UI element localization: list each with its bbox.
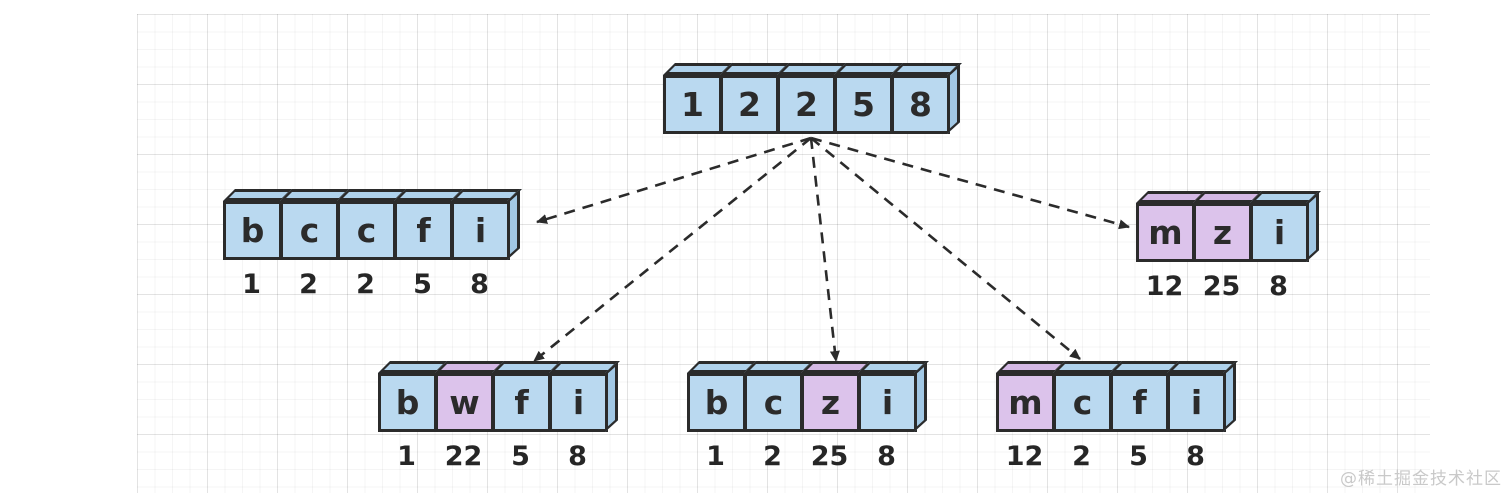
array-cell: i [858, 373, 917, 432]
index-label: 1 [706, 441, 725, 472]
array-cell: b [687, 373, 746, 432]
cell-value: z [820, 383, 841, 422]
array-cell: f [492, 373, 551, 432]
cell-value: m [1148, 213, 1183, 252]
array-cell: f [394, 201, 453, 260]
array-cell: m [1136, 203, 1195, 262]
array-bottom-right: m c f i 12 2 5 8 [996, 373, 1226, 472]
arrow-to-bottom-left-array [533, 136, 812, 363]
array-cell: m [996, 373, 1055, 432]
cell-value: i [474, 211, 487, 250]
array-bottom-middle: b c z i 1 2 25 8 [687, 373, 917, 472]
array-right: m z i 12 25 8 [1136, 203, 1309, 302]
cell-value: i [1190, 383, 1203, 422]
array-cell: z [801, 373, 860, 432]
array-bottom-left: b w f i 1 22 5 8 [378, 373, 608, 472]
array-cell: c [280, 201, 339, 260]
cell-value: f [1132, 383, 1147, 422]
array-cell: b [223, 201, 282, 260]
array-cell: b [378, 373, 437, 432]
array-cell: w [435, 373, 494, 432]
array-cell: i [1250, 203, 1309, 262]
cell-value: 2 [738, 85, 761, 124]
cell-value: 1 [681, 85, 704, 124]
index-labels: 1 2 2 5 8 [223, 269, 510, 300]
index-label: 25 [810, 441, 849, 472]
array-cell: i [451, 201, 510, 260]
index-label: 5 [1129, 441, 1148, 472]
cell-value: c [1072, 383, 1093, 422]
cell-value: c [356, 211, 377, 250]
array-cell: c [744, 373, 803, 432]
cell-value: b [240, 211, 265, 250]
index-label: 5 [413, 269, 432, 300]
array-cell: 8 [891, 75, 950, 134]
array-cell: i [1167, 373, 1226, 432]
index-label: 12 [1145, 271, 1184, 302]
index-label: 8 [568, 441, 587, 472]
array-cells: 1 2 2 5 8 [663, 75, 950, 134]
cell-value: i [881, 383, 894, 422]
index-label: 1 [242, 269, 261, 300]
cell-value: i [1273, 213, 1286, 252]
cell-value: z [1212, 213, 1233, 252]
index-labels: 12 2 5 8 [996, 441, 1226, 472]
index-label: 2 [763, 441, 782, 472]
index-label: 12 [1005, 441, 1044, 472]
array-cell: f [1110, 373, 1169, 432]
index-label: 8 [470, 269, 489, 300]
arrow-to-bottom-middle-array [809, 137, 840, 362]
cell-value: f [416, 211, 431, 250]
array-cell: 1 [663, 75, 722, 134]
index-label: 25 [1202, 271, 1241, 302]
array-cell: c [337, 201, 396, 260]
index-label: 22 [444, 441, 483, 472]
arrow-to-left-array [536, 136, 812, 224]
index-labels: 1 22 5 8 [378, 441, 608, 472]
array-top: 1 2 2 5 8 [663, 75, 950, 134]
array-cells: m z i [1136, 203, 1309, 262]
array-cell: z [1193, 203, 1252, 262]
index-label: 2 [1072, 441, 1091, 472]
arrow-to-right-array [810, 136, 1130, 230]
cell-value: i [572, 383, 585, 422]
watermark: @稀土掘金技术社区 [1340, 469, 1502, 489]
index-label: 2 [299, 269, 318, 300]
index-labels: 1 2 25 8 [687, 441, 917, 472]
cell-value: w [449, 383, 480, 422]
cell-value: 2 [795, 85, 818, 124]
cell-value: 8 [909, 85, 932, 124]
array-cells: b c z i [687, 373, 917, 432]
index-labels: 12 25 8 [1136, 271, 1309, 302]
cell-value: b [395, 383, 420, 422]
array-cell: i [549, 373, 608, 432]
array-cells: b c c f i [223, 201, 510, 260]
cell-value: b [704, 383, 729, 422]
array-left: b c c f i 1 2 2 5 8 [223, 201, 510, 300]
array-cell: 5 [834, 75, 893, 134]
array-cells: m c f i [996, 373, 1226, 432]
cell-value: 5 [852, 85, 875, 124]
index-label: 5 [511, 441, 530, 472]
array-cell: 2 [777, 75, 836, 134]
cell-value: c [299, 211, 320, 250]
cell-value: c [763, 383, 784, 422]
index-label: 8 [1186, 441, 1205, 472]
index-label: 8 [877, 441, 896, 472]
index-label: 1 [397, 441, 416, 472]
cell-value: f [514, 383, 529, 422]
array-cell: c [1053, 373, 1112, 432]
index-label: 8 [1269, 271, 1288, 302]
arrow-to-bottom-right-array [810, 136, 1081, 361]
array-cells: b w f i [378, 373, 608, 432]
index-label: 2 [356, 269, 375, 300]
cell-value: m [1008, 383, 1043, 422]
array-cell: 2 [720, 75, 779, 134]
